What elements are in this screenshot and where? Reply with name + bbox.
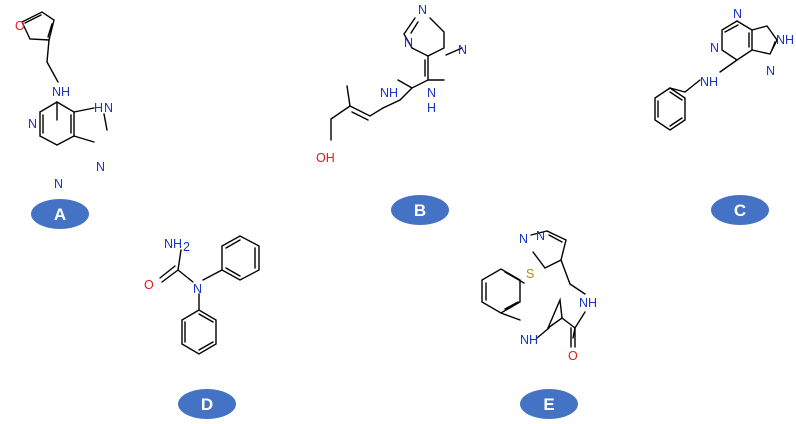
urea-nh1-label: NH	[579, 296, 597, 310]
compound-b-structure	[330, 17, 463, 141]
compound-e-badge	[520, 389, 578, 419]
compound-a-structure	[21, 11, 108, 146]
amino-subscript: 2	[183, 240, 190, 254]
carbonyl-oxygen-label: O	[144, 278, 154, 292]
purine-n1-label: N	[28, 117, 37, 131]
compound-a-label: A	[54, 205, 66, 224]
amine-nh-label: NH	[700, 75, 718, 89]
purine-n1-label: N	[427, 86, 436, 100]
purine-n3-label: N	[710, 41, 719, 55]
purine-n3-label: N	[458, 43, 467, 57]
purine-nh9-label: NH	[776, 33, 794, 47]
carbonyl-oxygen-label: O	[568, 349, 578, 363]
compound-e-structure	[481, 230, 586, 348]
amine-nh-label: NH	[52, 85, 70, 99]
urea-nitrogen-label: N	[193, 282, 202, 296]
purine-h-label: H	[427, 101, 436, 115]
compound-c-label: C	[734, 201, 746, 220]
compound-b-label: B	[414, 201, 426, 220]
compound-c-structure	[654, 20, 778, 131]
purine-n7h-label: H	[94, 101, 103, 115]
compound-a-badge	[31, 199, 89, 229]
furan-oxygen: O	[15, 19, 25, 33]
compound-d-structure	[159, 235, 260, 355]
purine-n9-label: N	[96, 160, 105, 174]
compound-d-badge	[178, 389, 236, 419]
thiadiazole-sulfur-label: S	[526, 267, 534, 281]
compound-e-label: E	[543, 395, 554, 414]
thiadiazole-n1-label: N	[519, 232, 528, 246]
hydroxyl-label: OH	[316, 151, 335, 165]
urea-nh2-label: NH	[520, 333, 538, 347]
purine-n9-label: N	[404, 36, 413, 50]
purine-n7-label: N	[104, 101, 113, 115]
purine-n7-label: N	[418, 3, 427, 17]
purine-n7-label: N	[766, 64, 775, 78]
compound-d-label: D	[201, 395, 213, 414]
thiadiazole-n2-label: N	[536, 229, 545, 243]
compound-c-badge	[711, 195, 769, 225]
amine-nh-label: NH	[380, 86, 398, 100]
compound-b-badge	[391, 195, 449, 225]
amino-nh-label: NH	[164, 237, 182, 251]
purine-n3-label: N	[54, 177, 63, 191]
purine-n1-label: N	[733, 7, 742, 21]
